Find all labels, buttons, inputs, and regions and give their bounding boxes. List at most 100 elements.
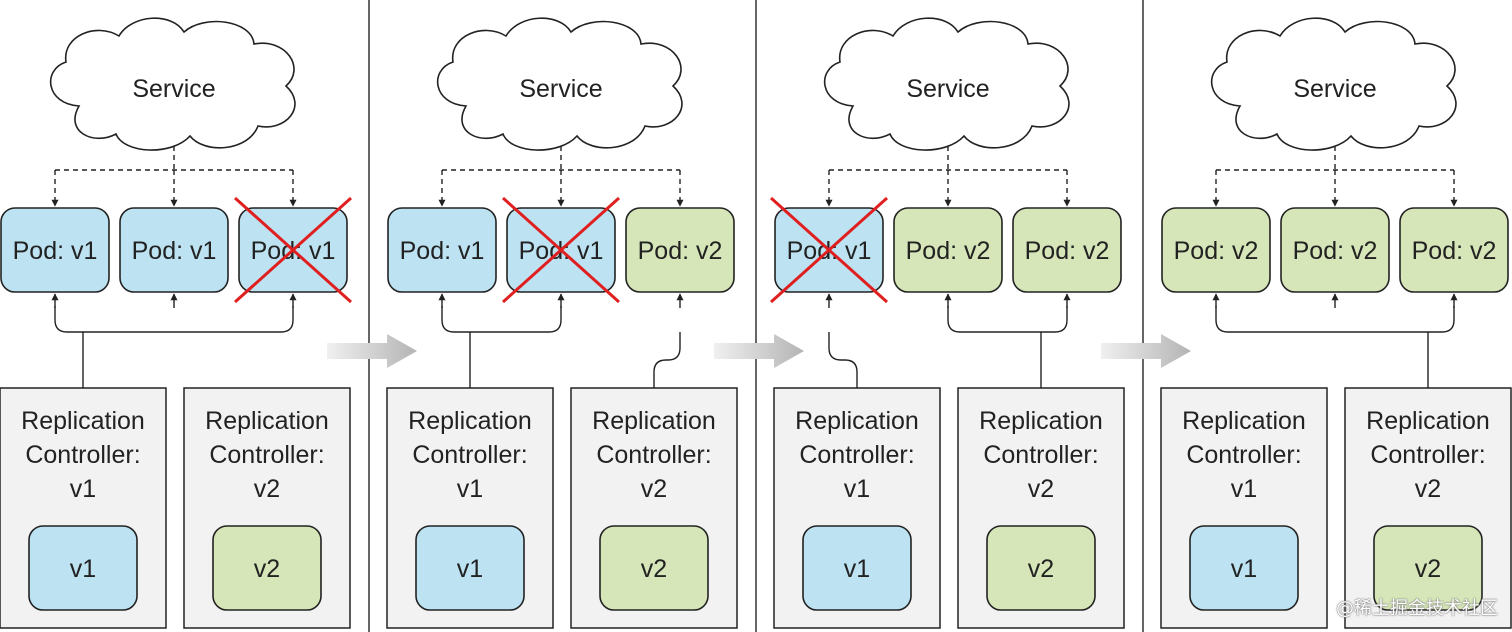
pod-label: Pod: v1 — [132, 237, 217, 265]
controller-selector-bus — [947, 306, 1068, 333]
service-label: Service — [906, 75, 989, 103]
pod-box — [625, 207, 735, 293]
controller-selector-bus — [54, 306, 294, 333]
controller-label: Replication — [1366, 407, 1490, 435]
pod-template-label: v1 — [70, 555, 96, 583]
pod-template-label: v1 — [457, 555, 483, 583]
cross-stroke — [769, 196, 889, 304]
controller-selector-bus — [441, 306, 562, 333]
pod-box — [0, 207, 110, 293]
pod-box — [387, 207, 497, 293]
pod: Pod: v1 — [0, 207, 110, 293]
controller-label: v2 — [1415, 475, 1441, 503]
pod-template-box — [599, 525, 709, 611]
controller-box — [1344, 387, 1512, 629]
pod-template-box — [1189, 525, 1299, 611]
pod: Pod: v2 — [1012, 207, 1122, 293]
controller-selector-bus — [1215, 306, 1455, 333]
pod-box — [1012, 207, 1122, 293]
controller-label: Controller: — [596, 441, 711, 469]
service-label: Service — [1293, 75, 1376, 103]
controller-label: v1 — [1231, 475, 1257, 503]
controller-label: Replication — [1182, 407, 1306, 435]
pod: Pod: v2 — [1280, 207, 1390, 293]
controller-label: v1 — [457, 475, 483, 503]
controller-label: Controller: — [412, 441, 527, 469]
pod-label: Pod: v2 — [906, 237, 991, 265]
pod: Pod: v1 — [387, 207, 497, 293]
deleted-cross-icon — [769, 196, 889, 304]
pod-label: Pod: v2 — [1293, 237, 1378, 265]
pod-label: Pod: v1 — [13, 237, 98, 265]
pod-box — [119, 207, 229, 293]
pod-template-label: v1 — [1231, 555, 1257, 583]
pod-template-box — [212, 525, 322, 611]
pod: Pod: v1 — [501, 196, 621, 304]
pod-template-label: v2 — [254, 555, 280, 583]
deleted-cross-icon — [501, 196, 621, 304]
stage-transition-arrow — [1101, 334, 1191, 368]
service-cloud-icon — [1210, 17, 1457, 151]
controller-label: Replication — [205, 407, 329, 435]
stage-transition-arrow — [714, 334, 804, 368]
controller-label: Replication — [21, 407, 145, 435]
controller-label: Replication — [592, 407, 716, 435]
controller-label: Controller: — [1370, 441, 1485, 469]
pod-label: Pod: v2 — [638, 237, 723, 265]
controller-label: Controller: — [799, 441, 914, 469]
pod-box — [1399, 207, 1509, 293]
deleted-cross-icon — [233, 196, 353, 304]
controller-label: Controller: — [25, 441, 140, 469]
controller-to-pod-connector — [828, 332, 858, 388]
pod: Pod: v2 — [1161, 207, 1271, 293]
controller-label: v2 — [641, 475, 667, 503]
pod: Pod: v1 — [233, 196, 353, 304]
controller-label: Controller: — [209, 441, 324, 469]
controller-label: Replication — [795, 407, 919, 435]
service-label: Service — [519, 75, 602, 103]
cross-stroke — [501, 196, 621, 304]
service-cloud-icon — [49, 17, 296, 151]
service-cloud-icon — [436, 17, 683, 151]
pod-template-box — [1373, 525, 1483, 611]
service-cloud-icon — [823, 17, 1070, 151]
stage-transition-arrow — [327, 334, 417, 368]
controller-label: v2 — [254, 475, 280, 503]
controller-label: v1 — [844, 475, 870, 503]
pod-template-box — [415, 525, 525, 611]
pod-template-label: v2 — [1028, 555, 1054, 583]
pod-label: Pod: v2 — [1174, 237, 1259, 265]
pod-box — [1280, 207, 1390, 293]
pod-template-box — [986, 525, 1096, 611]
pod: Pod: v1 — [769, 196, 889, 304]
service-label: Service — [132, 75, 215, 103]
pod: Pod: v2 — [893, 207, 1003, 293]
pod-label: Pod: v1 — [400, 237, 485, 265]
pod-template-box — [802, 525, 912, 611]
pod-template-label: v2 — [1415, 555, 1441, 583]
pod-template-box — [28, 525, 138, 611]
controller-label: Controller: — [983, 441, 1098, 469]
controller-label: v1 — [70, 475, 96, 503]
controller-label: Controller: — [1186, 441, 1301, 469]
pod-label: Pod: v2 — [1025, 237, 1110, 265]
pod-box — [1161, 207, 1271, 293]
pod: Pod: v2 — [625, 207, 735, 293]
pod: Pod: v2 — [1399, 207, 1509, 293]
pod-template-label: v1 — [844, 555, 870, 583]
pod-template-label: v2 — [641, 555, 667, 583]
pod: Pod: v1 — [119, 207, 229, 293]
